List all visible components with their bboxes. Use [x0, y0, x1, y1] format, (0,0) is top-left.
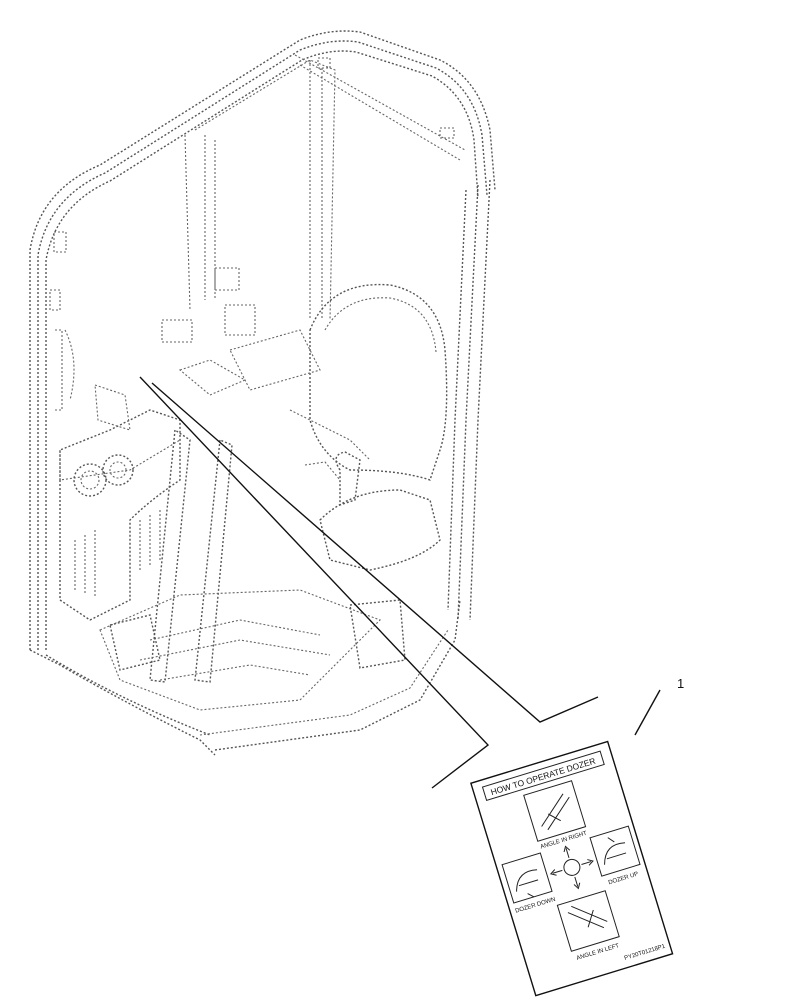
control-levers: [99, 267, 406, 711]
blade-angle-left-icon: [567, 905, 608, 929]
callout-number: 1: [677, 676, 684, 691]
label-angle-left: ANGLE IN LEFT: [576, 943, 620, 962]
blade-angle-right-icon: [541, 793, 570, 831]
blade-up-icon: [604, 837, 627, 865]
arrow-left-icon: [549, 869, 563, 876]
left-console: [59, 384, 181, 621]
arrow-up-icon: [563, 845, 571, 858]
blade-down-icon: [516, 869, 539, 898]
operator-seat: [289, 283, 448, 571]
decal-title-bar: [481, 750, 605, 802]
dozer-up-panel: [589, 825, 641, 877]
decal-part-number: PY20T01218P1: [624, 944, 667, 962]
decal-border: [470, 740, 674, 997]
label-dozer-down: DOZER DOWN: [515, 897, 557, 915]
dozer-down-panel: [501, 852, 553, 904]
arrow-right-icon: [581, 859, 594, 866]
dozer-decal: HOW TO OPERATE DOZER ANGLE IN RIGHT DOZE…: [470, 740, 674, 997]
lever-knob-icon: [563, 858, 581, 876]
angle-right-panel: [523, 780, 587, 842]
arrow-down-icon: [573, 876, 581, 890]
label-dozer-up: DOZER UP: [608, 871, 639, 886]
cab-frame: [29, 30, 496, 756]
leader-lines: [139, 376, 661, 789]
angle-left-panel: [556, 890, 620, 952]
